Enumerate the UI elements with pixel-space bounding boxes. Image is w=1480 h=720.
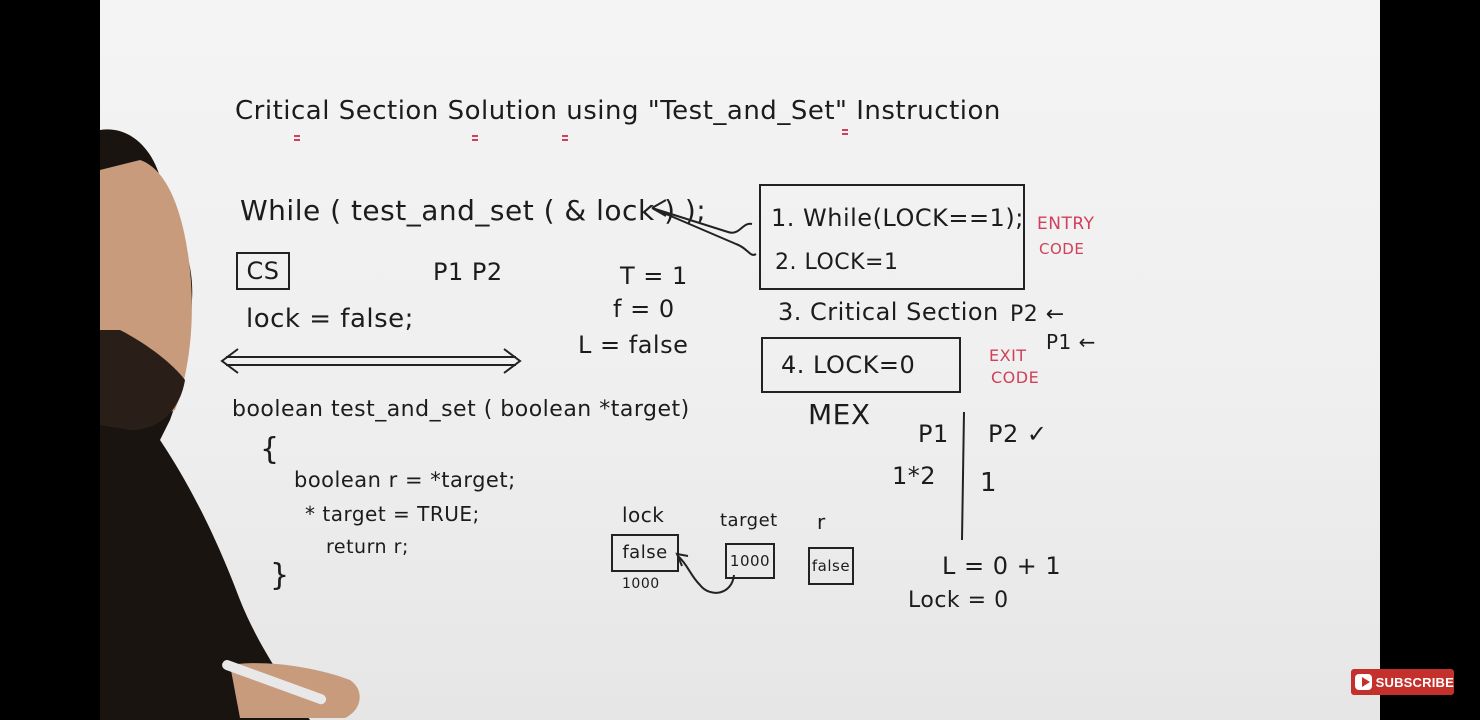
cs-box: CS [236, 252, 290, 290]
value-f: f = 0 [613, 295, 675, 323]
entry-step-2: 2. LOCK=1 [775, 250, 899, 275]
step3-p2: P2 ← [1010, 302, 1065, 327]
entry-step-1: 1. While(LOCK==1); [771, 204, 1024, 232]
function-body-line-2: * target = TRUE; [305, 502, 480, 526]
whiteboard: Critical Section Solution using "Test_an… [100, 0, 1380, 720]
double-arrow-divider [220, 348, 522, 374]
function-body-line-3: return r; [326, 536, 409, 558]
pointer-arrow [651, 199, 757, 256]
table-p2-value: 1 [980, 468, 998, 498]
memory-lock-address: 1000 [622, 576, 660, 592]
table-lock-line: Lock = 0 [908, 588, 1009, 613]
table-p2: P2 ✓ [988, 420, 1048, 448]
exit-code-box: 4. LOCK=0 [761, 337, 961, 393]
function-open-brace: { [260, 432, 280, 467]
table-p1-value: 1*2 [892, 462, 937, 490]
title-underline-marks [294, 129, 848, 141]
step3-p1: P1 ← [1046, 330, 1096, 354]
entry-label-2: CODE [1039, 240, 1085, 258]
function-close-brace: } [270, 558, 290, 593]
table-l-line: L = 0 + 1 [942, 552, 1062, 580]
memory-target-value: 1000 [725, 543, 775, 579]
function-signature: boolean test_and_set ( boolean *target) [232, 397, 690, 422]
processes-p1-p2: P1 P2 [433, 258, 503, 286]
memory-lock-value: false [611, 534, 679, 572]
subscribe-label: SUBSCRIBE [1375, 674, 1454, 690]
entry-code-box: 1. While(LOCK==1); 2. LOCK=1 [759, 184, 1025, 290]
memory-pointer-arrow [675, 552, 735, 594]
function-body-line-1: boolean r = *target; [294, 468, 516, 492]
memory-r-label: r [817, 510, 826, 534]
value-t: T = 1 [620, 262, 688, 290]
board-title: Critical Section Solution using "Test_an… [235, 96, 1001, 126]
process-table-divider [961, 411, 965, 541]
value-l: L = false [578, 331, 689, 359]
while-test-and-set: While ( test_and_set ( & lock ) ); [240, 194, 707, 227]
exit-step-4: 4. LOCK=0 [781, 351, 916, 379]
exit-label-2: CODE [991, 368, 1040, 387]
entry-label-1: ENTRY [1037, 214, 1095, 234]
step-3-critical-section: 3. Critical Section [778, 298, 999, 326]
play-icon [1355, 674, 1372, 690]
mex-label: MEX [808, 398, 871, 431]
subscribe-button[interactable]: SUBSCRIBE [1351, 669, 1454, 695]
memory-target-label: target [720, 510, 778, 531]
memory-r-value: false [808, 547, 854, 585]
exit-label-1: EXIT [989, 346, 1027, 365]
presenter-silhouette [100, 129, 360, 720]
table-p1: P1 [918, 420, 949, 448]
lock-equals-false: lock = false; [246, 304, 414, 334]
memory-lock-label: lock [622, 503, 665, 527]
